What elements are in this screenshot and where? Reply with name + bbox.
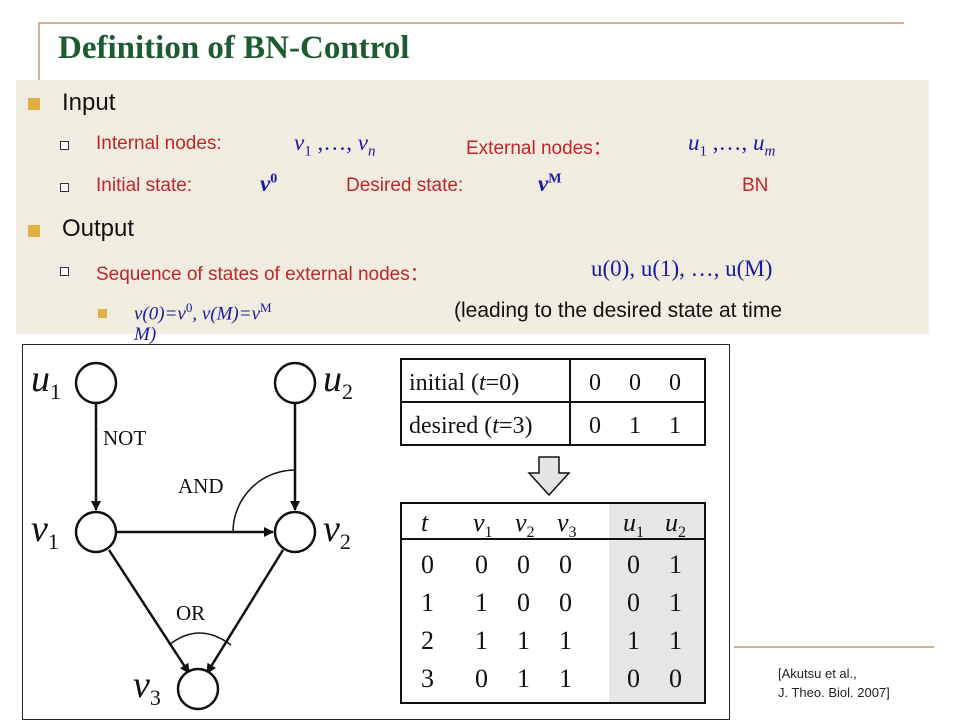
condition-note-continued: M) [134, 324, 157, 345]
node-v2 [273, 510, 317, 554]
result-cell-t-row-1: 1 [421, 588, 434, 617]
result-header-v3: v3 [557, 508, 577, 541]
external-nodes-label: External nodes： [466, 138, 612, 159]
internal-nodes-label: Internal nodes: [96, 133, 222, 154]
result-cell-v3-row-0: 0 [559, 550, 572, 579]
result-cell-v3-row-3: 1 [559, 664, 572, 693]
and-gate-arc [232, 469, 296, 533]
decorative-horizontal-line [38, 22, 904, 24]
internal-nodes-bullet-icon [60, 141, 69, 150]
input-bullet-icon [28, 98, 40, 110]
or-gate-arc [168, 632, 232, 646]
bn-figure-svg: u1 u2 v1 v2 v3 NOT AND OR initial (t=0) … [31, 358, 706, 711]
desired-state-label: Desired state: [346, 175, 464, 196]
or-gate-label: OR [176, 601, 205, 625]
desired-state-math: vM [538, 171, 562, 196]
node-u1-label: u1 [31, 358, 61, 404]
state-initial-v1: 0 [589, 370, 601, 396]
node-v3-label: v3 [133, 664, 161, 710]
edge-v1-v3 [107, 549, 191, 674]
result-header-t: t [421, 508, 429, 537]
result-cell-v3-row-2: 1 [559, 626, 572, 655]
citation-line-1: [Akutsu et al., [778, 666, 857, 681]
result-header-u1: u1 [623, 508, 644, 541]
state-initial-v2: 0 [629, 370, 641, 396]
decorative-bottom-line [734, 646, 934, 648]
condition-bullet-icon [98, 309, 107, 318]
edge-v2-v3 [205, 549, 285, 674]
output-bullet-icon [28, 225, 40, 237]
result-cell-t-row-2: 2 [421, 626, 434, 655]
result-cell-v2-row-2: 1 [517, 626, 530, 655]
not-gate-label: NOT [103, 426, 146, 450]
result-cell-u1-row-0: 0 [627, 550, 640, 579]
node-v1 [74, 510, 118, 554]
sequence-bullet-icon [60, 267, 69, 276]
result-cell-t-row-0: 0 [421, 550, 434, 579]
state-table: initial (t=0) desired (t=3) 0 0 0 0 1 1 [400, 358, 706, 446]
result-cell-u2-row-1: 1 [669, 588, 682, 617]
state-desired-label: desired (t=3) [409, 413, 533, 439]
result-cell-v1-row-2: 1 [475, 626, 488, 655]
citation-line-2: J. Theo. Biol. 2007] [778, 685, 890, 700]
internal-nodes-math: v1 ,…, vn [294, 130, 376, 160]
result-header-v2: v2 [515, 508, 535, 541]
sequence-label: Sequence of states of external nodes： [96, 264, 429, 285]
external-nodes-shading [609, 503, 705, 703]
states-bullet-icon [60, 183, 69, 192]
node-v2-label: v2 [323, 508, 351, 554]
result-cell-u1-row-2: 1 [627, 626, 640, 655]
input-heading: Input [62, 89, 116, 116]
output-heading: Output [62, 215, 135, 242]
node-v3 [176, 667, 220, 711]
result-cell-v1-row-0: 0 [475, 550, 488, 579]
node-u1 [74, 361, 118, 405]
result-header-u2: u2 [665, 508, 686, 541]
state-initial-v3: 0 [669, 370, 681, 396]
and-gate-label: AND [178, 474, 224, 498]
down-arrow-icon [527, 456, 571, 497]
state-desired-v2: 1 [629, 413, 641, 439]
node-v1-label: v1 [31, 508, 59, 554]
citation: [Akutsu et al., J. Theo. Biol. 2007] [778, 664, 890, 702]
sequence-math: u(0), u(1), …, u(M) [591, 256, 773, 281]
result-cell-u2-row-3: 0 [669, 664, 682, 693]
condition-note: (leading to the desired state at time [454, 299, 783, 322]
state-desired-v1: 0 [589, 413, 601, 439]
result-cell-v1-row-1: 1 [475, 588, 488, 617]
result-cell-v1-row-3: 0 [475, 664, 488, 693]
result-cell-v3-row-1: 0 [559, 588, 572, 617]
state-desired-v3: 1 [669, 413, 681, 439]
result-cell-u2-row-0: 1 [669, 550, 682, 579]
result-cell-v2-row-0: 0 [517, 550, 530, 579]
initial-state-label: Initial state: [96, 175, 193, 196]
result-header-v1: v1 [473, 508, 493, 541]
slide-title: Definition of BN-Control [58, 30, 410, 66]
result-cell-t-row-3: 3 [421, 664, 434, 693]
condition-math: v(0)=v0, v(M)=vM [134, 300, 272, 325]
external-nodes-math: u1 ,…, um [688, 130, 776, 160]
state-initial-label: initial (t=0) [409, 370, 519, 396]
result-cell-u1-row-1: 0 [627, 588, 640, 617]
decorative-vertical-line [38, 22, 40, 84]
content-panel: Input Internal nodes: v1 ,…, vn External… [16, 80, 929, 345]
node-u2 [273, 361, 317, 405]
result-cell-u1-row-3: 0 [627, 664, 640, 693]
result-cell-v2-row-3: 1 [517, 664, 530, 693]
node-u2-label: u2 [323, 358, 353, 404]
bn-label: BN [742, 175, 769, 196]
initial-state-math: v0 [260, 171, 278, 196]
bn-example-figure: u1 u2 v1 v2 v3 NOT AND OR initial (t=0) … [22, 344, 730, 720]
result-cell-v2-row-1: 0 [517, 588, 530, 617]
result-cell-u2-row-2: 1 [669, 626, 682, 655]
